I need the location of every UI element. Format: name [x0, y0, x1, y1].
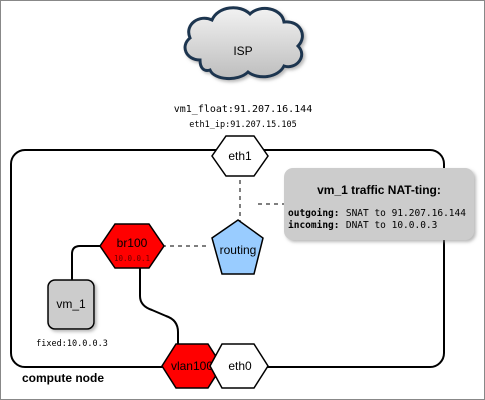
- eth1-ip: eth1_ip:91.207.15.105: [189, 120, 296, 130]
- vm1-node: [47, 279, 95, 330]
- br100-vm1-link: [71, 245, 102, 282]
- vlan100-label: vlan100: [171, 359, 213, 373]
- nat-incoming-key: incoming:: [288, 220, 339, 231]
- isp-label: ISP: [233, 44, 252, 58]
- compute-node-label: compute node: [22, 371, 104, 385]
- nat-incoming-value: DNAT to 10.0.0.3: [346, 220, 438, 231]
- routing-label: routing: [220, 243, 257, 257]
- nat-outgoing-value: SNAT to 91.207.16.144: [346, 208, 466, 219]
- vm1-float-ip: vm1_float:91.207.16.144: [174, 104, 312, 115]
- eth0-node: [209, 343, 269, 389]
- nat-title: vm_1 traffic NAT-ting:: [317, 183, 441, 197]
- nat-info-box: [284, 168, 474, 240]
- br100-label: br100: [117, 236, 148, 250]
- br100-ip: 10.0.0.1: [114, 254, 150, 263]
- br100-node: [99, 223, 165, 269]
- vlan100-node: [161, 343, 223, 389]
- routing-node: [211, 219, 264, 275]
- nat-outgoing: outgoing: SNAT to 91.207.16.144: [288, 208, 466, 219]
- vm1-fixed-ip: fixed:10.0.0.3: [36, 339, 108, 349]
- vm1-label: vm_1: [56, 297, 86, 311]
- isp-cloud: [183, 6, 304, 80]
- nat-outgoing-key: outgoing:: [288, 208, 339, 219]
- nat-incoming: incoming: DNAT to 10.0.0.3: [288, 220, 437, 231]
- eth1-node: [211, 135, 269, 177]
- eth0-label: eth0: [228, 359, 252, 373]
- eth1-label: eth1: [228, 149, 252, 163]
- br100-vlan100-link: [139, 268, 179, 344]
